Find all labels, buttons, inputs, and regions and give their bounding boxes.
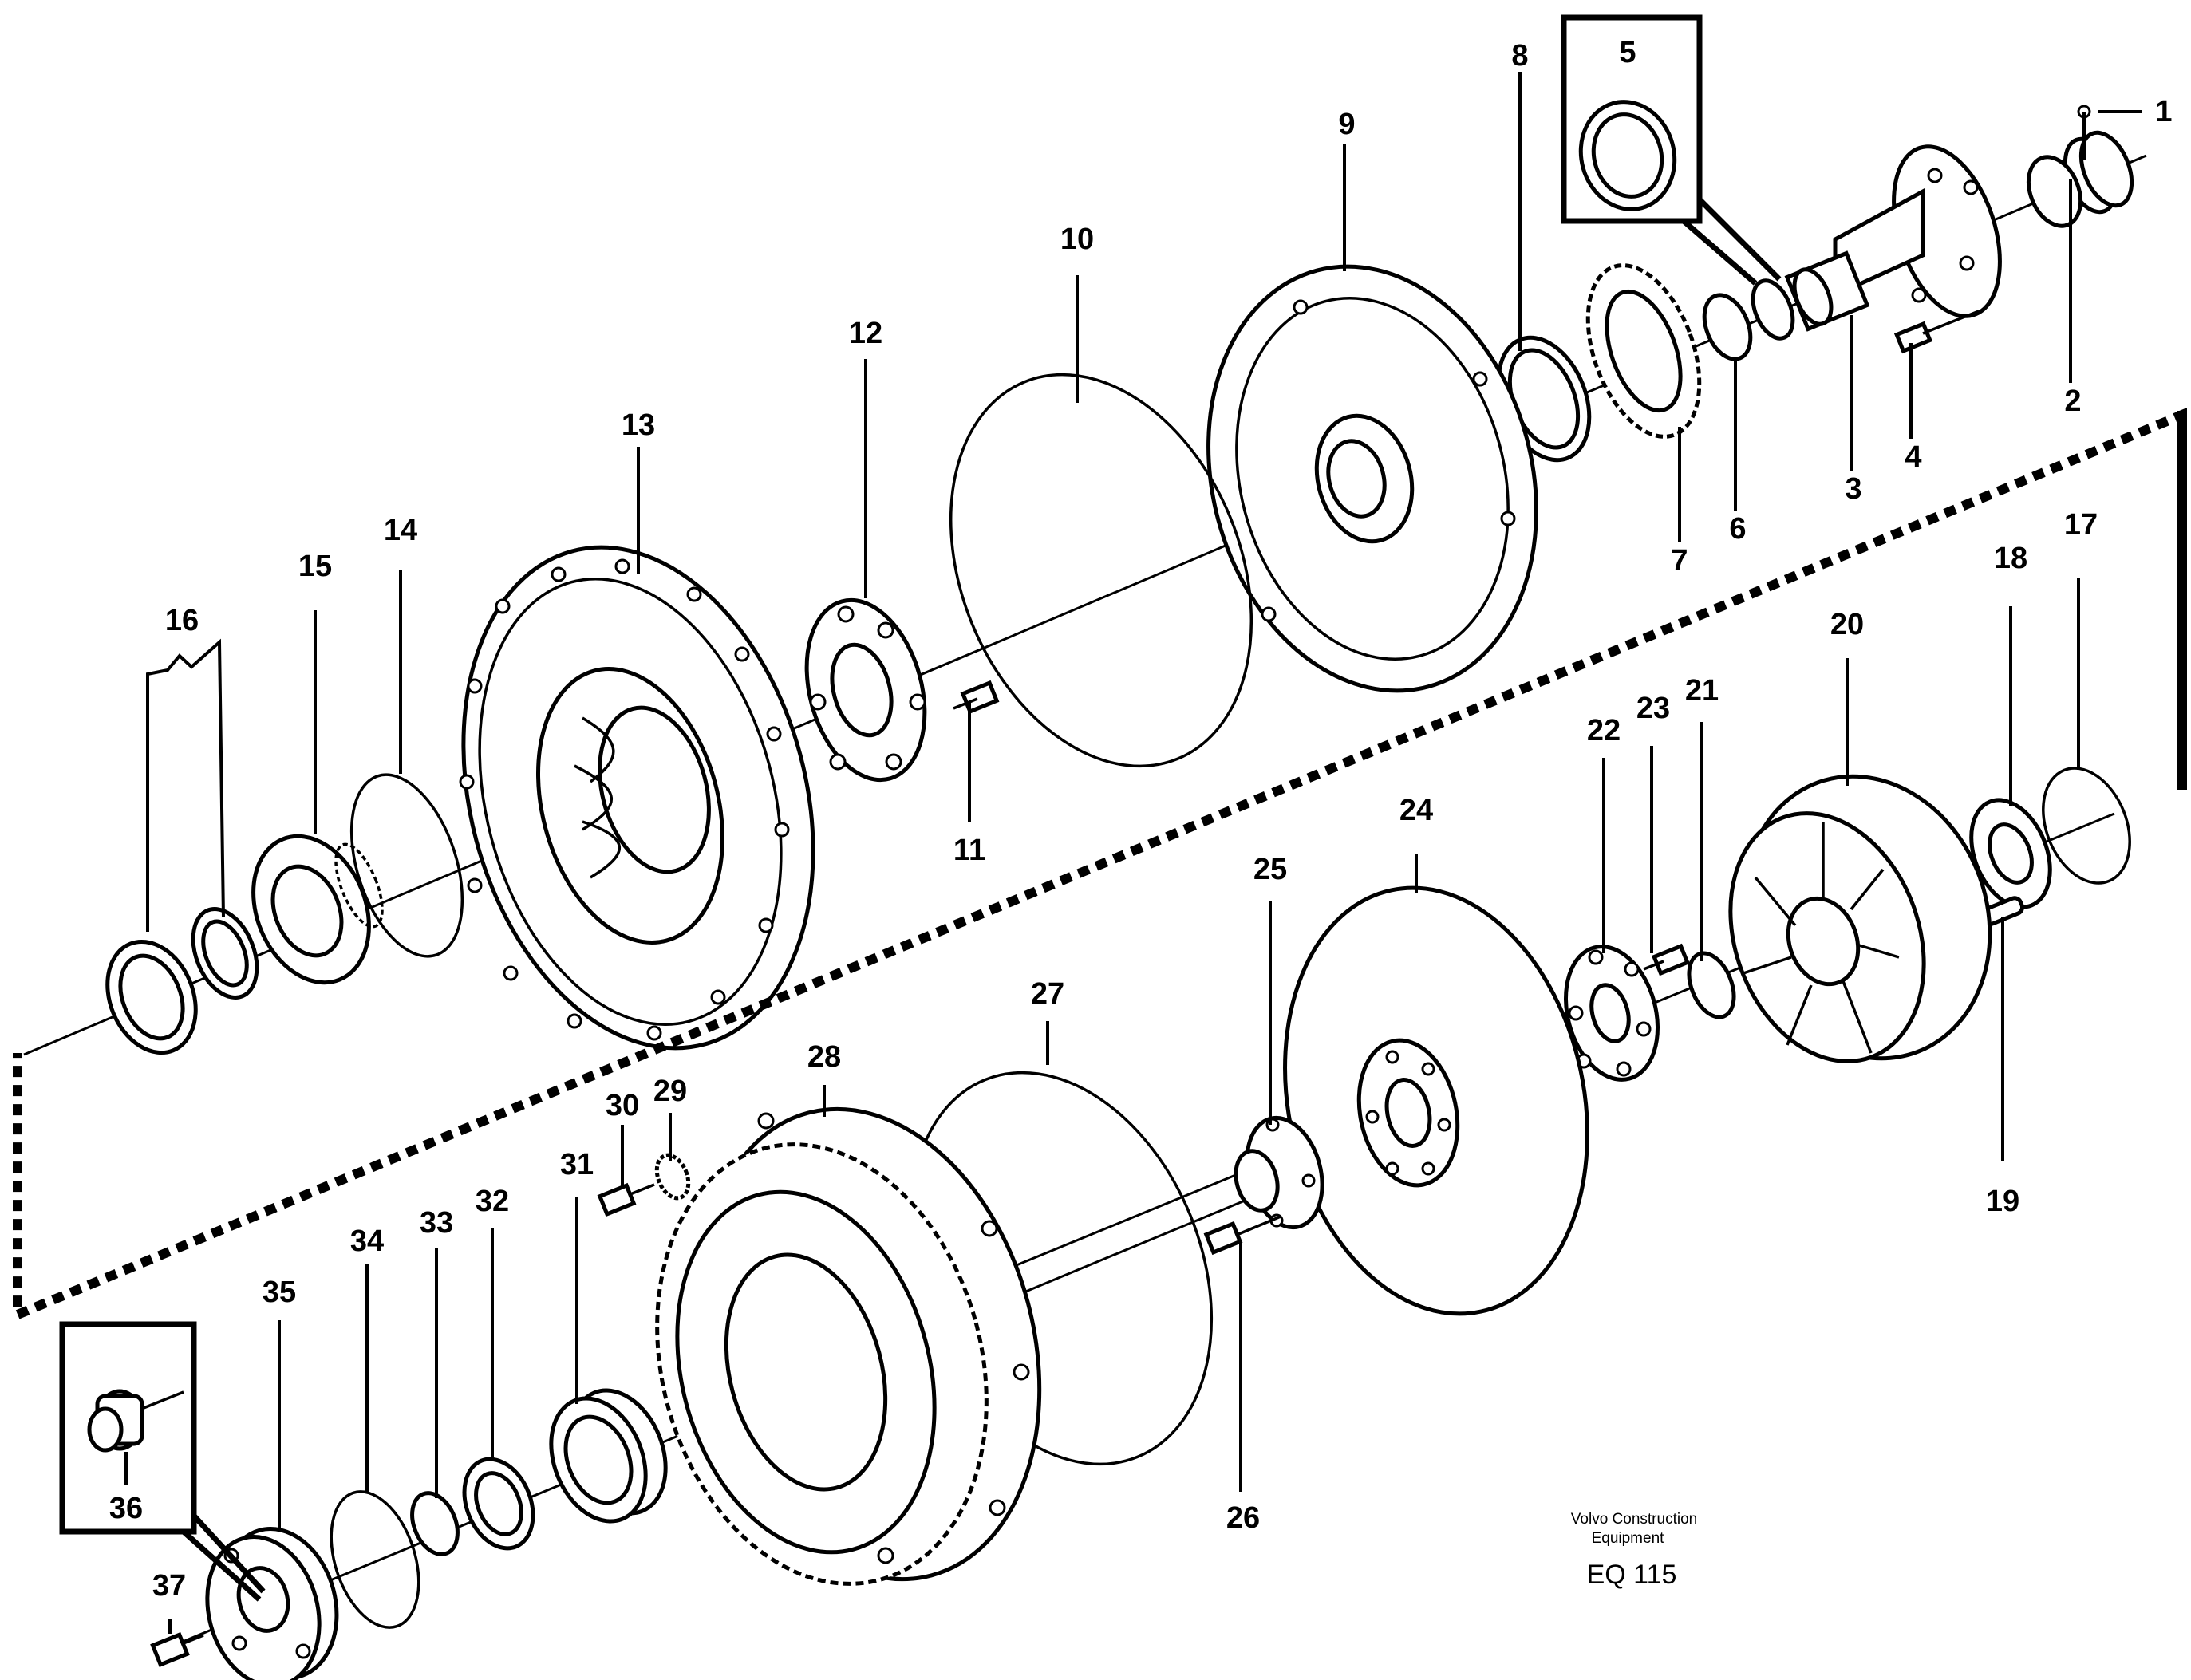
- part-7-gear: [1585, 263, 1702, 439]
- leader-lines: [124, 72, 2142, 1634]
- callout-21: 21: [1685, 674, 1719, 708]
- part-21-washer: [1687, 951, 1736, 1019]
- callout-27: 27: [1031, 977, 1064, 1011]
- callout-18: 18: [1994, 542, 2027, 575]
- part-37-bolt: [150, 1631, 204, 1668]
- callout-35: 35: [263, 1276, 296, 1309]
- part-34-o-ring: [330, 1490, 420, 1629]
- part-20-turbine: [1728, 774, 1992, 1063]
- brand-line-1: Volvo Construction: [1571, 1511, 1697, 1528]
- part-10-o-ring: [949, 373, 1253, 768]
- callout-36: 36: [109, 1492, 143, 1525]
- part-11-bolt: [953, 680, 1000, 715]
- part-15-hub: [251, 834, 384, 985]
- top-axis: [23, 154, 2147, 1056]
- part-23-bolt: [1643, 943, 1691, 976]
- callout-29: 29: [653, 1075, 687, 1108]
- callout-6: 6: [1729, 512, 1746, 546]
- callout-25: 25: [1253, 853, 1287, 886]
- callout-26: 26: [1226, 1501, 1260, 1535]
- part-9-cover: [1206, 264, 1538, 693]
- part-16-bearing-set: [105, 638, 259, 1055]
- callout-37: 37: [152, 1569, 186, 1603]
- callout-30: 30: [606, 1089, 639, 1122]
- part-36-inset: [59, 1321, 266, 1602]
- callout-22: 22: [1587, 714, 1621, 747]
- part-35-cover: [205, 1526, 339, 1680]
- callout-32: 32: [476, 1185, 509, 1218]
- part-13-housing: [459, 545, 815, 1051]
- part-17-o-ring: [2042, 767, 2131, 885]
- drawing-code: EQ 115: [1587, 1560, 1677, 1590]
- part-22-flange: [1563, 945, 1660, 1082]
- callout-34: 34: [350, 1225, 384, 1258]
- callout-9: 9: [1338, 108, 1355, 141]
- part-18-cover: [1969, 798, 2052, 909]
- callout-labels: 1 2 3 4 5 6 7 8 9 10 11 12 13 14 15 16 1…: [109, 36, 2173, 1603]
- callout-16: 16: [165, 604, 199, 637]
- part-30-bolt: [597, 1182, 655, 1217]
- part-24-stator: [1283, 885, 1589, 1316]
- part-29-lock-washer: [654, 1153, 691, 1201]
- callout-8: 8: [1511, 39, 1528, 73]
- callout-19: 19: [1986, 1185, 2019, 1218]
- callout-24: 24: [1399, 794, 1433, 827]
- part-3-shaft-flange: [1784, 144, 2002, 332]
- callout-11: 11: [953, 834, 985, 867]
- bottom-row-assembly: [59, 1071, 1246, 1680]
- callout-3: 3: [1845, 472, 1861, 506]
- part-6-washer: [1702, 293, 1753, 361]
- part-2-ring: [2026, 155, 2083, 228]
- callout-13: 13: [622, 408, 655, 442]
- callout-28: 28: [807, 1040, 841, 1074]
- callout-12: 12: [849, 317, 882, 350]
- callout-4: 4: [1905, 440, 1921, 474]
- callout-7: 7: [1671, 544, 1688, 578]
- callout-2: 2: [2064, 385, 2081, 418]
- middle-row-assembly: [989, 767, 2131, 1316]
- part-28-ring-gear: [655, 1106, 1042, 1586]
- callout-20: 20: [1830, 608, 1864, 641]
- callout-1: 1: [2155, 95, 2172, 128]
- callout-17: 17: [2064, 508, 2098, 542]
- part-26-bolt: [1203, 1215, 1281, 1256]
- top-row-assembly: [23, 14, 2147, 1056]
- brand-line-2: Equipment: [1592, 1530, 1665, 1547]
- callout-23: 23: [1636, 692, 1670, 725]
- callout-33: 33: [420, 1206, 453, 1240]
- callout-15: 15: [298, 550, 332, 583]
- footer-credit: Volvo Construction Equipment EQ 115: [1571, 1511, 1697, 1590]
- callout-10: 10: [1060, 223, 1094, 256]
- callout-14: 14: [384, 514, 417, 547]
- part-5-inset: [1561, 14, 1782, 286]
- part-4-bolt: [1893, 310, 1980, 354]
- part-12-flange: [804, 597, 927, 783]
- callout-31: 31: [560, 1148, 594, 1181]
- part-31-bearing: [549, 1388, 668, 1524]
- part-32-ring: [462, 1457, 535, 1551]
- part-5-ring: [1751, 278, 1795, 341]
- callout-5: 5: [1619, 36, 1636, 69]
- part-33-circlip: [410, 1491, 460, 1556]
